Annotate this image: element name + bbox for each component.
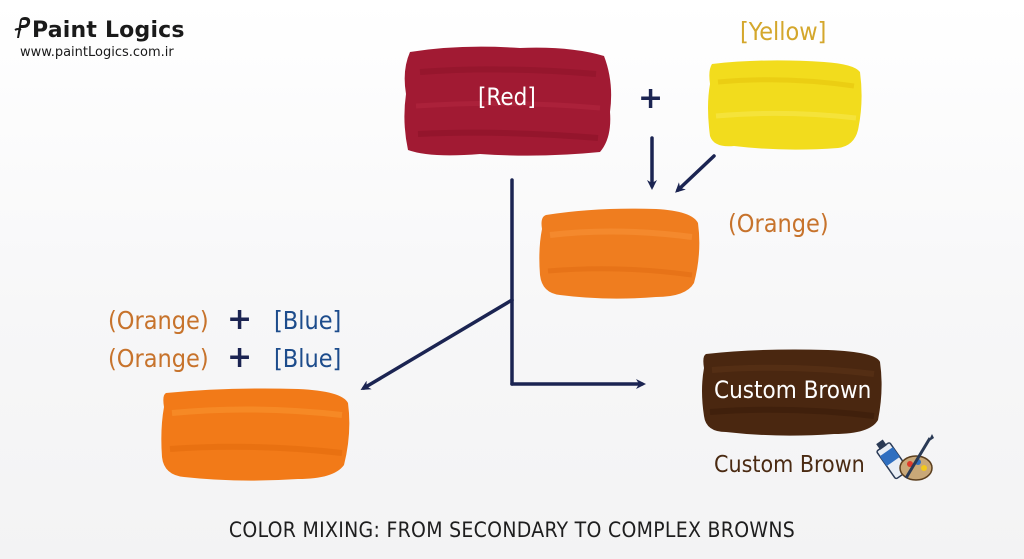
mix-row2-orange: (Orange)	[108, 344, 209, 373]
mix-row2-blue: [Blue]	[274, 344, 342, 373]
paint-tube-palette-icon	[876, 432, 936, 491]
yellow-paint-swatch	[704, 56, 864, 152]
custom-brown-swatch	[698, 346, 884, 438]
to-orange-result-arrow	[360, 298, 514, 391]
yellow-to-orange-arrow	[675, 154, 716, 193]
orange-paint-swatch	[536, 205, 702, 301]
plus-icon: +	[638, 81, 664, 116]
mix-row1-blue: [Blue]	[274, 306, 342, 335]
custom-brown-caption: Custom Brown	[714, 452, 865, 478]
red-paint-swatch	[400, 42, 616, 160]
orange-label: (Orange)	[728, 209, 829, 238]
mix-row2-plus-icon: +	[227, 340, 253, 375]
brush-p-icon	[14, 17, 31, 38]
red-label: [Red]	[478, 83, 536, 111]
logo-url: www.paintLogics.com.ir	[20, 45, 174, 60]
logo-title: Paint Logics	[32, 18, 185, 43]
mix-row1-plus-icon: +	[227, 302, 253, 337]
mix-row1-orange: (Orange)	[108, 306, 209, 335]
paint-logics-logo: Paint Logics www.paintLogics.com.ir	[14, 16, 185, 60]
diagram-caption: COLOR MIXING: FROM SECONDARY TO COMPLEX …	[228, 518, 796, 542]
orange-result-swatch	[158, 385, 352, 483]
custom-brown-label: Custom Brown	[714, 376, 872, 404]
yellow-label: [Yellow]	[740, 17, 827, 46]
